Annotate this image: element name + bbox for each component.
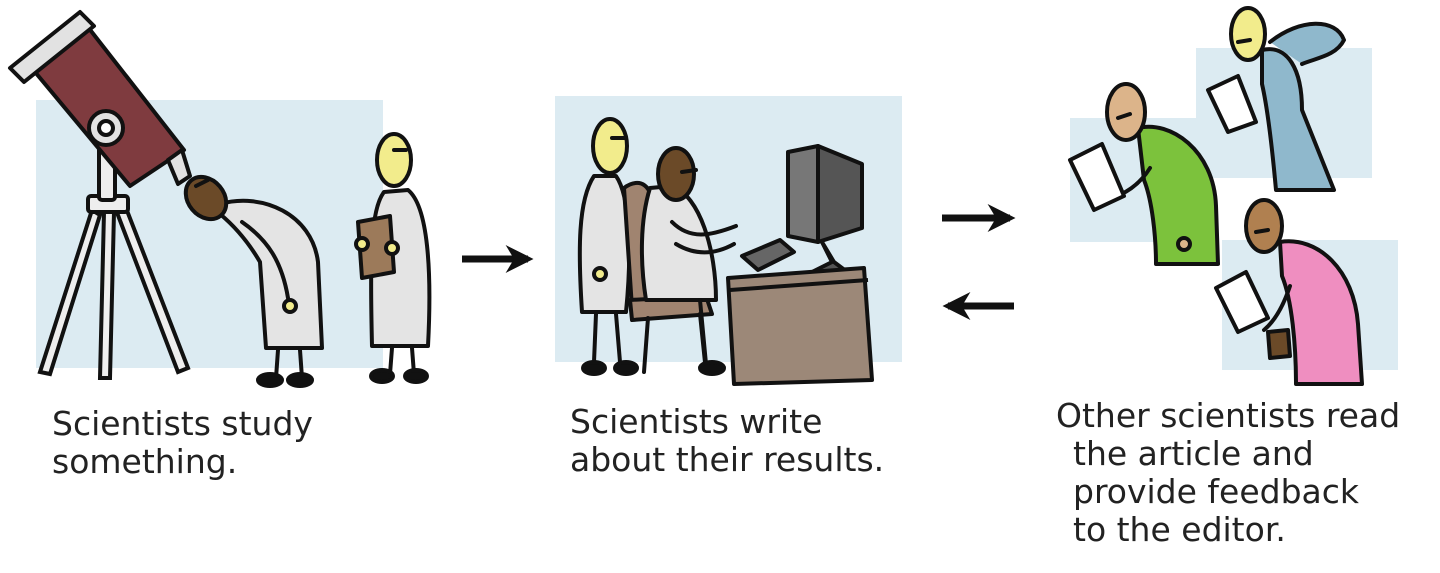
reviewer-pink	[1214, 198, 1364, 386]
caption-line: about their results.	[570, 440, 885, 479]
caption-line: provide feedback	[1073, 472, 1360, 511]
paper-icon	[1206, 74, 1258, 134]
paper-icon	[1214, 270, 1270, 334]
caption-line: the article and	[1073, 434, 1314, 473]
caption-write: Scientists write about their results.	[570, 403, 884, 479]
scientist-looking	[183, 174, 324, 388]
write-scene	[555, 96, 902, 386]
desk	[726, 266, 874, 386]
caption-review: Other scientists read the article and pr…	[1056, 397, 1400, 549]
caption-line: something.	[52, 442, 238, 481]
telescope-icon	[8, 10, 192, 188]
reviewer-blue	[1206, 6, 1346, 192]
scientist-standing	[577, 117, 639, 376]
cup-icon	[1266, 328, 1292, 360]
clipboard-icon	[356, 214, 396, 280]
scientist-clipboard	[354, 132, 432, 384]
caption-line: Other scientists read	[1056, 396, 1401, 435]
caption-study: Scientists study something.	[52, 405, 313, 481]
review-scene	[1068, 6, 1398, 386]
computer-icon	[740, 144, 864, 276]
caption-line: to the editor.	[1073, 510, 1286, 549]
scientist-typing	[639, 146, 738, 376]
paper-icon	[1068, 142, 1126, 212]
caption-line: Scientists study	[52, 404, 313, 443]
study-scene	[8, 10, 432, 388]
caption-line: Scientists write	[570, 402, 823, 441]
reviewer-green	[1068, 82, 1220, 266]
